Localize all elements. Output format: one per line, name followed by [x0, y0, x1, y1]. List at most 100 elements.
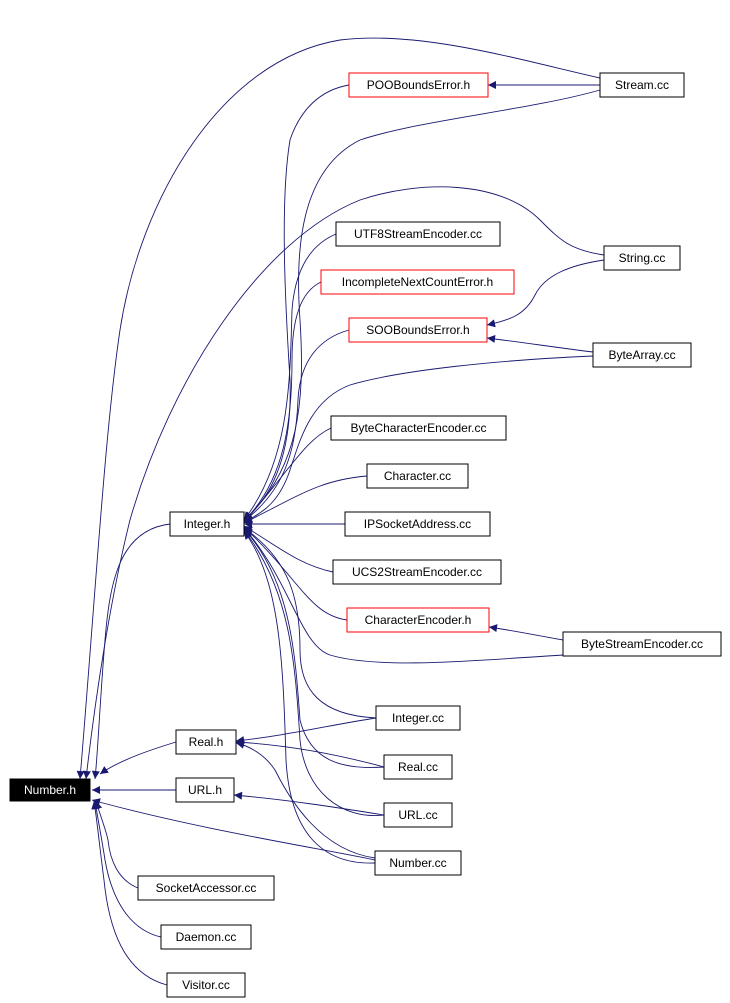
edge-poobounds_h-to-integer_h	[243, 84, 350, 521]
node-box	[175, 729, 237, 755]
node-ipsocket-cc[interactable]: IPSocketAddress.cc	[344, 511, 491, 537]
node-label: Number.cc	[389, 856, 446, 870]
node-box	[383, 802, 453, 828]
node-label: Daemon.cc	[176, 930, 237, 944]
node-box	[330, 415, 507, 441]
edge-integer_h-to-number_h	[91, 523, 171, 780]
node-label: Character.cc	[384, 469, 451, 483]
node-charenc-h[interactable]: CharacterEncoder.h	[346, 607, 490, 633]
node-label: String.cc	[619, 251, 666, 265]
node-real-cc[interactable]: Real.cc	[383, 754, 453, 780]
node-label: URL.cc	[398, 808, 437, 822]
node-bytecharenc-cc[interactable]: ByteCharacterEncoder.cc	[330, 415, 507, 441]
node-label: ByteStreamEncoder.cc	[581, 637, 703, 651]
node-box	[169, 511, 245, 537]
node-label: ByteArray.cc	[608, 348, 675, 362]
edge-bytearray_cc-to-integer_h	[243, 355, 594, 523]
node-box	[137, 875, 275, 901]
edge-socketaccessor_cc-to-number_h	[94, 800, 139, 889]
nodes-layer: Number.h Integer.hReal.hURL.hSocketAccess…	[9, 72, 722, 998]
edge-string_cc-to-soobounds_h	[486, 259, 605, 328]
node-url-cc[interactable]: URL.cc	[383, 802, 453, 828]
node-character-cc[interactable]: Character.cc	[366, 463, 469, 489]
node-label: Real.h	[189, 735, 224, 749]
edge-ucs2_cc-to-integer_h	[243, 525, 334, 573]
node-number-cc[interactable]: Number.cc	[374, 850, 462, 876]
node-label: SOOBoundsError.h	[366, 323, 469, 337]
edge-stream_cc-to-number_h	[76, 37, 601, 780]
node-label: Integer.cc	[392, 711, 444, 725]
edge-utf8_cc-to-integer_h	[243, 233, 337, 521]
node-box	[348, 72, 489, 98]
edge-url_cc-to-url_h	[233, 791, 385, 816]
node-stream-cc[interactable]: Stream.cc	[599, 72, 685, 98]
edge-stream_cc-to-integer_h	[243, 89, 601, 521]
node-daemon-cc[interactable]: Daemon.cc	[160, 924, 252, 950]
node-box	[160, 924, 252, 950]
edge-real_cc-to-real_h	[235, 738, 385, 768]
node-box	[9, 778, 91, 802]
node-label: Number.h	[24, 783, 76, 797]
node-visitor-cc[interactable]: Visitor.cc	[166, 972, 246, 998]
node-string-cc[interactable]: String.cc	[603, 245, 681, 271]
node-box	[335, 221, 501, 247]
edge-string_cc-to-number_h	[82, 186, 605, 780]
edge-character_cc-to-integer_h	[243, 475, 368, 524]
edge-charenc_h-to-integer_h	[243, 526, 348, 621]
node-soobounds-h[interactable]: SOOBoundsError.h	[348, 317, 488, 343]
node-ucs2-cc[interactable]: UCS2StreamEncoder.cc	[332, 559, 502, 585]
node-box	[348, 317, 488, 343]
edge-bytestreamenc_cc-to-integer_h	[243, 527, 564, 664]
edge-number_cc-to-number_h	[91, 798, 376, 861]
edges-layer	[76, 37, 605, 986]
node-box	[320, 269, 515, 295]
node-label: Integer.h	[184, 517, 231, 531]
node-integer-h[interactable]: Integer.h	[169, 511, 245, 537]
node-box	[332, 559, 502, 585]
node-real-h[interactable]: Real.h	[175, 729, 237, 755]
node-box	[383, 754, 453, 780]
node-box	[592, 342, 692, 368]
node-label: CharacterEncoder.h	[365, 613, 472, 627]
node-integer-cc[interactable]: Integer.cc	[375, 705, 461, 731]
node-box	[374, 850, 462, 876]
edge-number_cc-to-real_h	[235, 740, 376, 859]
node-socketaccessor-cc[interactable]: SocketAccessor.cc	[137, 875, 275, 901]
node-label: POOBoundsError.h	[367, 78, 470, 92]
edge-visitor_cc-to-number_h	[91, 800, 168, 986]
node-incomplete-h[interactable]: IncompleteNextCountError.h	[320, 269, 515, 295]
edge-url_cc-to-integer_h	[243, 529, 385, 816]
node-label: UTF8StreamEncoder.cc	[354, 227, 482, 241]
edge-bytearray_cc-to-soobounds_h	[486, 334, 594, 353]
edge-integer_cc-to-integer_h	[243, 527, 377, 719]
node-box	[166, 972, 246, 998]
node-bytestreamenc-cc[interactable]: ByteStreamEncoder.cc	[562, 631, 722, 657]
node-box	[175, 777, 235, 803]
edge-real_h-to-number_h	[99, 741, 177, 775]
node-label: Stream.cc	[615, 78, 669, 92]
edge-integer_cc-to-real_h	[235, 717, 377, 745]
node-box	[562, 631, 722, 657]
node-bytearray-cc[interactable]: ByteArray.cc	[592, 342, 692, 368]
node-box	[344, 511, 491, 537]
node-label: SocketAccessor.cc	[156, 881, 257, 895]
node-label: ByteCharacterEncoder.cc	[350, 421, 486, 435]
node-poobounds-h[interactable]: POOBoundsError.h	[348, 72, 489, 98]
edge-daemon_cc-to-number_h	[92, 800, 162, 938]
edge-number_cc-to-integer_h	[243, 530, 376, 864]
node-box	[366, 463, 469, 489]
node-label: IncompleteNextCountError.h	[342, 275, 493, 289]
node-box	[599, 72, 685, 98]
node-box	[346, 607, 490, 633]
edge-incomplete_h-to-integer_h	[243, 281, 322, 522]
node-url-h[interactable]: URL.h	[175, 777, 235, 803]
node-label: Visitor.cc	[182, 978, 230, 992]
node-label: IPSocketAddress.cc	[364, 517, 471, 531]
node-label: URL.h	[188, 783, 222, 797]
node-label: Real.cc	[398, 760, 438, 774]
edge-bytestreamenc_cc-to-charenc_h	[488, 624, 564, 641]
node-number-h: Number.h	[9, 778, 91, 802]
node-utf8-cc[interactable]: UTF8StreamEncoder.cc	[335, 221, 501, 247]
node-box	[375, 705, 461, 731]
